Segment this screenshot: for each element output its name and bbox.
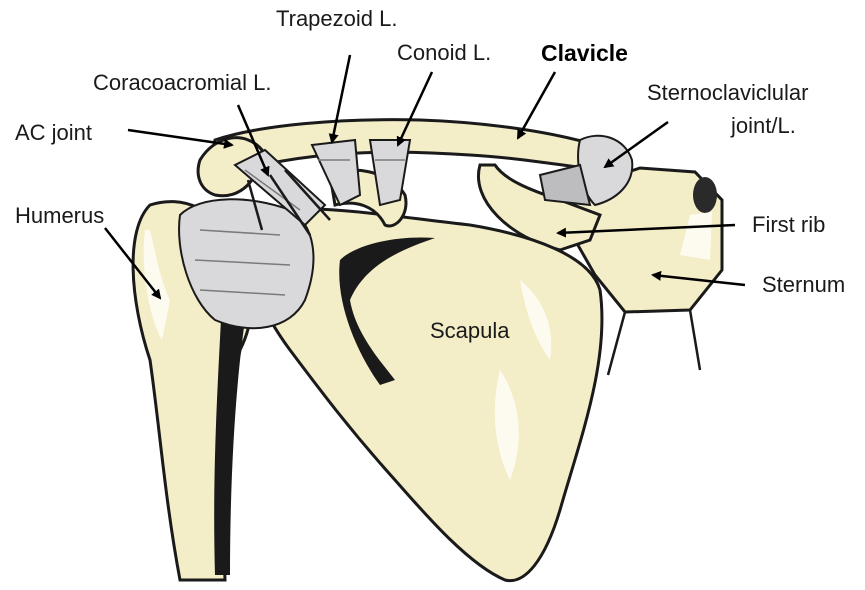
- label-trapezoid: Trapezoid L.: [276, 6, 397, 32]
- sternoclavicular-disc: [540, 165, 590, 205]
- sternum-notch: [693, 177, 717, 213]
- arrow-clavicle: [518, 72, 555, 138]
- sternum-lower: [608, 310, 700, 375]
- label-coracoacromial: Coracoacromial L.: [93, 70, 272, 96]
- label-ac-joint: AC joint: [15, 120, 92, 146]
- arrow-ac-joint: [128, 130, 232, 145]
- label-sternoclavicular-2: joint/L.: [731, 113, 796, 139]
- label-sternum: Sternum: [762, 272, 845, 298]
- trapezoid-ligament: [312, 140, 360, 205]
- label-humerus: Humerus: [15, 203, 104, 229]
- label-scapula: Scapula: [430, 318, 510, 344]
- label-conoid: Conoid L.: [397, 40, 491, 66]
- label-sternoclavicular-1: Sternoclaviclular: [647, 80, 808, 106]
- label-clavicle: Clavicle: [541, 40, 628, 66]
- label-first-rib: First rib: [752, 212, 825, 238]
